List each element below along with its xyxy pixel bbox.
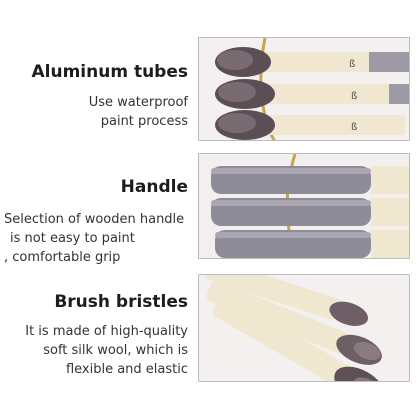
svg-text:ß: ß <box>351 122 357 133</box>
feature-description-line: is not easy to paint <box>10 231 135 246</box>
makeup-brush-grey-wooden-handles-icon <box>199 154 409 258</box>
feature-description: It is made of high-quality soft silk woo… <box>25 322 188 379</box>
feature-description: Selection of wooden handle is not easy t… <box>4 210 184 267</box>
feature-description-line: Selection of wooden handle <box>4 212 185 227</box>
feature-description-line: , comfortable grip <box>4 250 121 265</box>
makeup-brush-heads-aluminum-ferrules-icon: ß ß ß <box>199 38 409 140</box>
svg-text:ß: ß <box>351 91 357 102</box>
bristles-photo <box>198 274 410 382</box>
feature-title: Handle <box>120 177 188 197</box>
feature-brush-bristles: Brush bristles It is made of high-qualit… <box>0 270 416 416</box>
feature-handle: Handle Selection of wooden handle is not… <box>0 140 416 270</box>
feature-description-line: Use waterproof <box>88 95 188 110</box>
feature-title: Aluminum tubes <box>31 62 188 82</box>
feature-description-line: flexible and elastic <box>65 362 188 377</box>
feature-description-line: paint process <box>100 114 188 129</box>
brush-heads-photo: ß ß ß <box>198 37 410 141</box>
feature-title: Brush bristles <box>54 292 188 312</box>
makeup-brush-bristle-tips-icon <box>199 275 409 381</box>
handles-photo <box>198 153 410 259</box>
feature-description-line: soft silk wool, which is <box>43 343 188 358</box>
svg-text:ß: ß <box>349 59 355 70</box>
feature-aluminum-tubes: Aluminum tubes Use waterproof paint proc… <box>0 0 416 141</box>
feature-description: Use waterproof paint process <box>89 93 188 131</box>
feature-description-line: It is made of high-quality <box>25 324 188 339</box>
